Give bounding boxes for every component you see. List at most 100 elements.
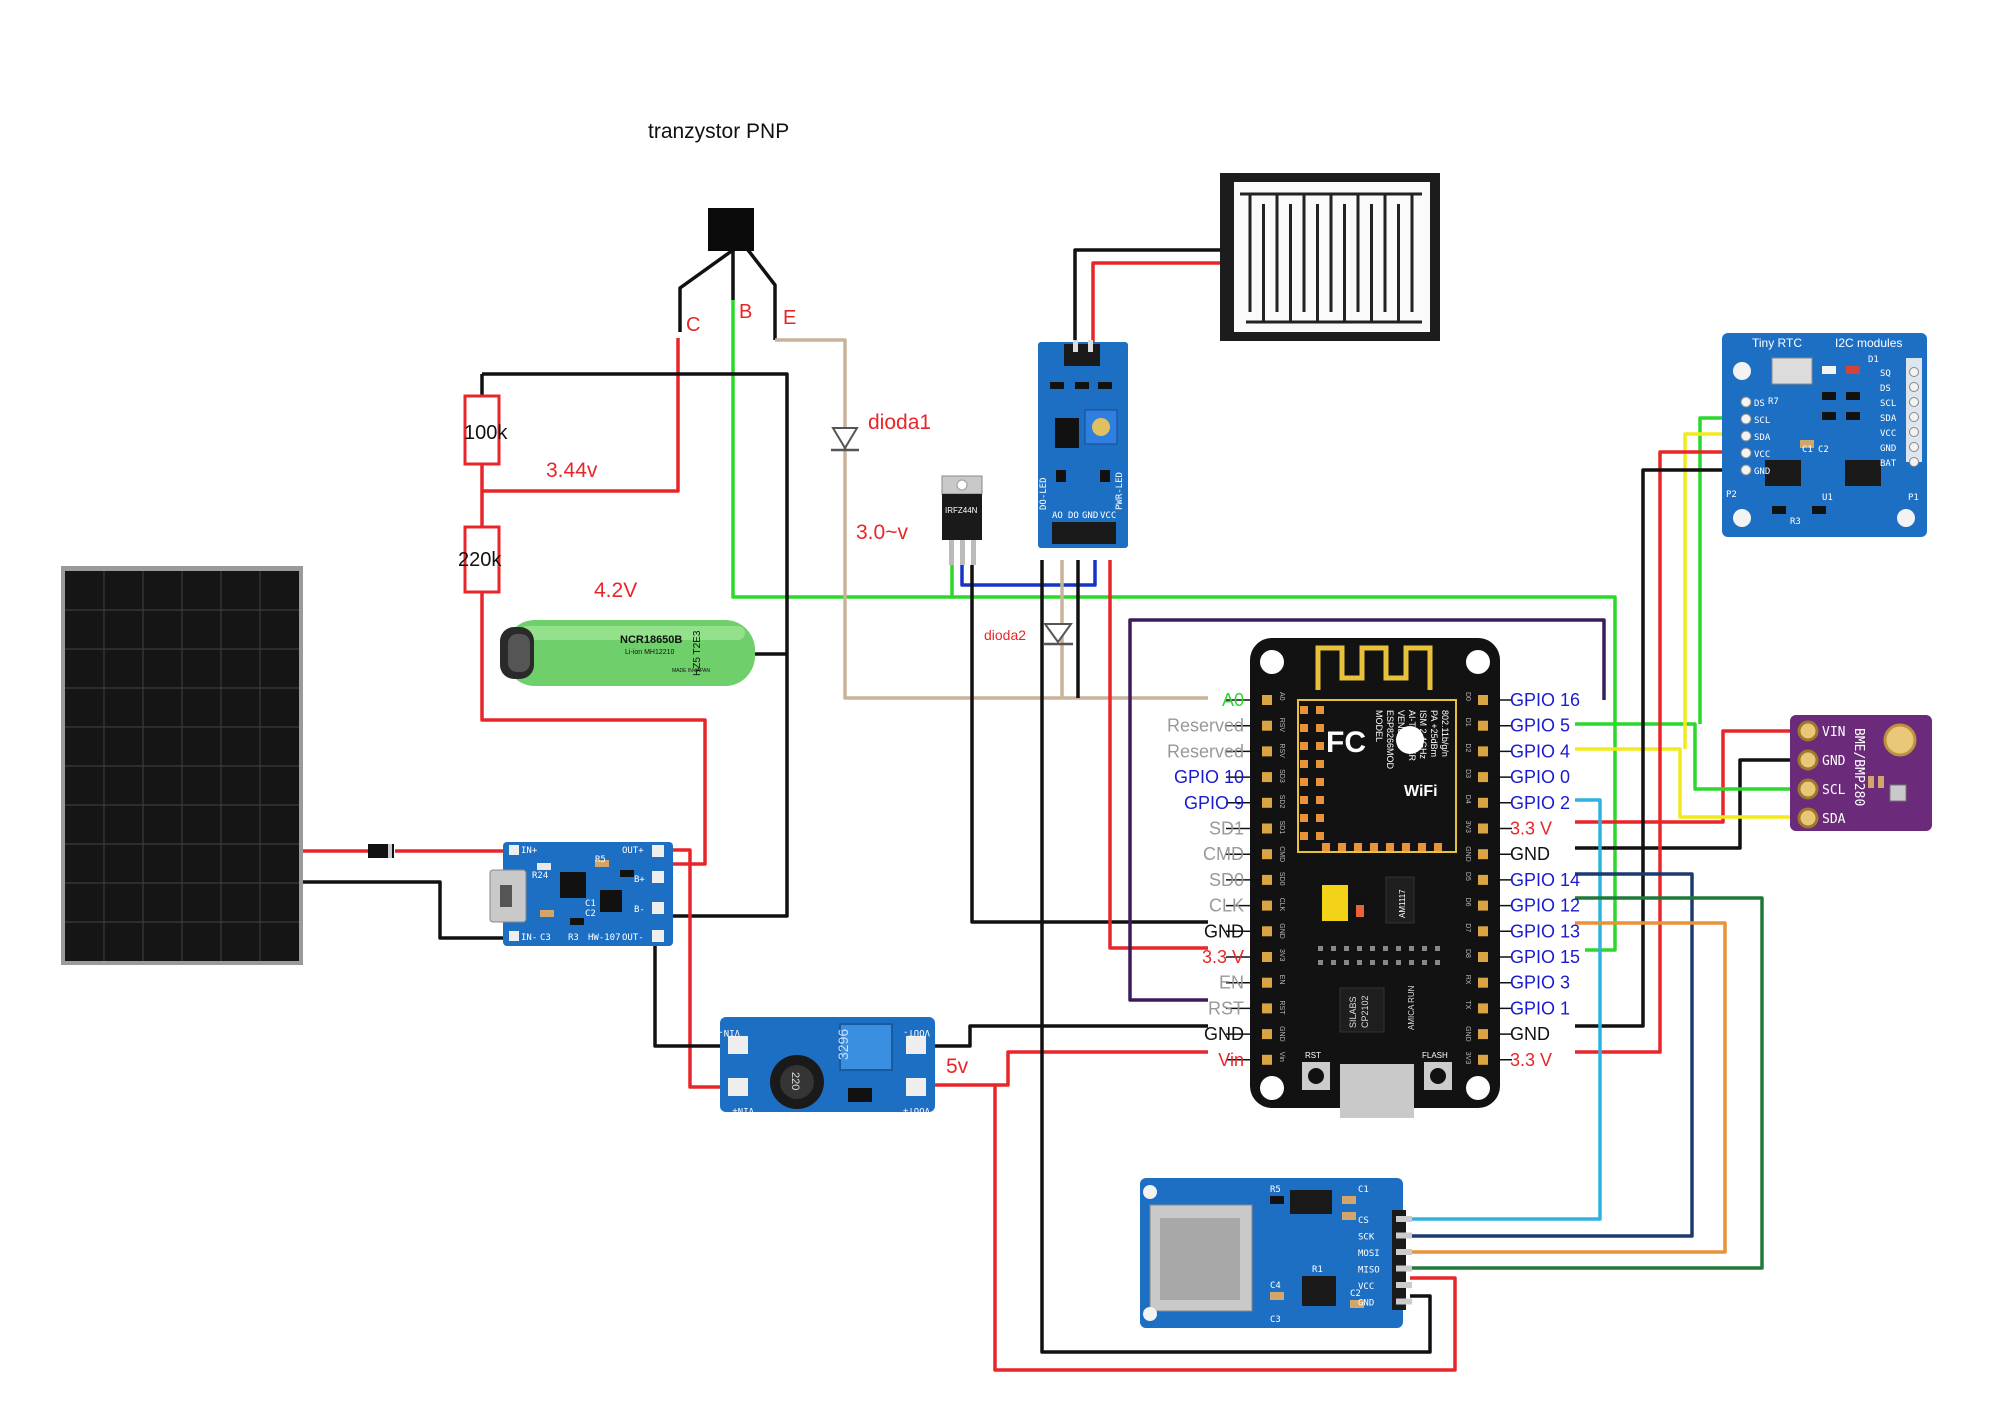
nodemcu-flash-label: FLASH bbox=[1422, 1051, 1448, 1060]
nodemcu-brand: AMICA RUN bbox=[1407, 985, 1416, 1030]
charger-pad-inplus bbox=[509, 845, 519, 855]
pnp-transistor: C B E bbox=[686, 208, 796, 336]
sd-pin bbox=[1396, 1249, 1412, 1255]
nodemcu-left-pin bbox=[1262, 1029, 1272, 1040]
solar-panel bbox=[61, 566, 303, 965]
battery-code: HZ5 T2E3 bbox=[692, 630, 703, 676]
smd-dot bbox=[1318, 946, 1323, 951]
rain-pin-gnd: GND bbox=[1082, 511, 1098, 521]
wire-solar-minus bbox=[302, 880, 520, 940]
charger-smd-2 bbox=[595, 860, 609, 867]
rtc-smd-7 bbox=[1800, 440, 1814, 448]
rtc-right-pin-label: VCC bbox=[1880, 429, 1896, 439]
charger-pin-inplus: IN+ bbox=[521, 846, 538, 856]
nodemcu-cp-line1: SILABS bbox=[1348, 996, 1358, 1028]
nodemcu-right-silk: D3 bbox=[1464, 769, 1471, 778]
smd-dot bbox=[1409, 946, 1414, 951]
sd-pin bbox=[1396, 1216, 1412, 1222]
rtc-smd-5 bbox=[1822, 412, 1836, 420]
rtc-tag-d1: D1 bbox=[1868, 355, 1879, 365]
mosfet-leg-s bbox=[971, 540, 976, 565]
nodemcu-left-pin-label: SD0 bbox=[1209, 870, 1244, 890]
boost-pad-vinminus bbox=[728, 1036, 748, 1054]
wire-rain-gnd bbox=[1040, 560, 1432, 1354]
nodemcu-left-silk: GND bbox=[1278, 1026, 1285, 1042]
smd-dot bbox=[1370, 960, 1375, 965]
diode-2-body bbox=[1043, 623, 1073, 644]
charger-smd-4 bbox=[540, 910, 554, 917]
rtc-tag-r7: R7 bbox=[1768, 397, 1779, 407]
rtc-right-pad bbox=[1909, 382, 1919, 392]
sd-pin-label: VCC bbox=[1358, 1282, 1374, 1292]
resistor-100k-label: 100k bbox=[464, 422, 508, 444]
nodemcu-hole-tl bbox=[1260, 650, 1284, 674]
nodemcu-left-pin bbox=[1262, 720, 1272, 731]
castellation-pad bbox=[1370, 843, 1378, 851]
rain-module-board bbox=[1038, 342, 1128, 548]
smd-dot bbox=[1435, 960, 1440, 965]
nodemcu-right-pin bbox=[1478, 720, 1488, 731]
nodemcu-left-silk: SD1 bbox=[1278, 821, 1285, 835]
rtc-right-pad bbox=[1909, 397, 1919, 407]
nodemcu-left-pin-label: Reserved bbox=[1167, 741, 1244, 761]
smd-dot bbox=[1435, 946, 1440, 951]
nodemcu-board-body bbox=[1250, 638, 1500, 1108]
nodemcu-reg-label: AM1117 bbox=[1398, 889, 1407, 918]
nodemcu-left-pin-label: RST bbox=[1208, 998, 1244, 1018]
nodemcu-right-pin bbox=[1478, 952, 1488, 962]
boost-pad-voutminus bbox=[906, 1036, 926, 1054]
nodemcu-right-pin bbox=[1478, 746, 1488, 757]
nodemcu-right-pin bbox=[1478, 1029, 1488, 1040]
wire-divider-top bbox=[482, 372, 789, 918]
smd-dot bbox=[1357, 960, 1362, 965]
bme-pin-pad bbox=[1797, 720, 1819, 742]
sd-pin-label: SCK bbox=[1358, 1233, 1375, 1243]
wire-base-green bbox=[731, 300, 1617, 952]
rtc-tag-r3: R3 bbox=[1790, 517, 1801, 527]
nodemcu-chip-line: AI-THINKER bbox=[1407, 710, 1417, 762]
rtc-left-pad bbox=[1740, 430, 1752, 442]
nodemcu-left-pin-label: GND bbox=[1204, 921, 1244, 941]
nodemcu-hole-br bbox=[1466, 1076, 1490, 1100]
wire-mosfet-blue bbox=[960, 560, 1097, 587]
nodemcu-right-silk: D5 bbox=[1464, 872, 1471, 881]
castellation-pad bbox=[1354, 843, 1362, 851]
rain-module-smd-5 bbox=[1100, 470, 1110, 482]
rtc-right-pad bbox=[1909, 442, 1919, 452]
sd-pin-label: GND bbox=[1358, 1299, 1374, 1309]
nodemcu-left-silk: GND bbox=[1278, 923, 1285, 939]
resistor-100k: 100k bbox=[463, 394, 508, 466]
mosfet-leg-g bbox=[949, 540, 954, 565]
pin-b-label: B bbox=[739, 301, 752, 323]
nodemcu-left-pin bbox=[1262, 797, 1272, 808]
rtc-right-pin-label: SQ bbox=[1880, 369, 1891, 379]
nodemcu-right-silk: GND bbox=[1464, 846, 1471, 862]
rain-module-smd-4 bbox=[1056, 470, 1066, 482]
rtc-smd-3 bbox=[1822, 392, 1836, 400]
solar-diode bbox=[368, 844, 394, 858]
smd-dot bbox=[1370, 946, 1375, 951]
nodemcu-rst-label: RST bbox=[1305, 1051, 1321, 1060]
sd-pin bbox=[1396, 1232, 1412, 1239]
charger-usb-port bbox=[500, 885, 512, 907]
nodemcu-left-silk: CLK bbox=[1278, 898, 1285, 912]
nodemcu-right-pin bbox=[1478, 977, 1488, 988]
smd-dot bbox=[1357, 946, 1362, 951]
castellation-pad bbox=[1300, 742, 1308, 750]
nodemcu-left-pin-label: Vin bbox=[1218, 1050, 1244, 1070]
rtc-tag-c2: C2 bbox=[1818, 445, 1829, 455]
charger-smd-1 bbox=[537, 863, 551, 870]
nodemcu-left-pin bbox=[1262, 952, 1272, 962]
sd-smd-4 bbox=[1270, 1292, 1284, 1300]
nodemcu-left-silk: RSV bbox=[1278, 743, 1285, 758]
nodemcu-left-pins: A0RSVRSVSD3SD2SD1CMDSD0CLKGND3V3ENRSTGND… bbox=[1262, 692, 1285, 1065]
battery-shine bbox=[520, 626, 745, 640]
rain-module-pot-knob bbox=[1092, 418, 1110, 436]
rtc-tag-p1: P1 bbox=[1908, 493, 1919, 503]
bme-pin-pad bbox=[1797, 778, 1819, 800]
wire-bme-sda bbox=[1575, 747, 1800, 819]
rtc-crystal bbox=[1771, 357, 1813, 385]
